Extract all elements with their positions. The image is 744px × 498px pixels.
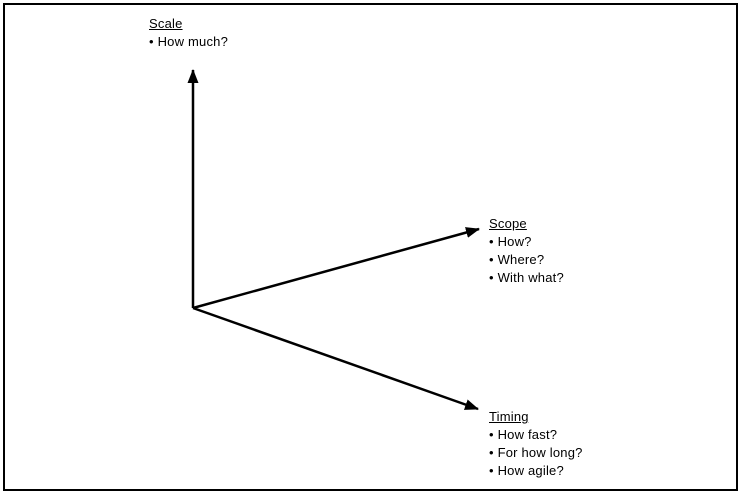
axis-bullets-scale: How much? (149, 33, 228, 51)
axis-label-scale: Scale How much? (149, 15, 228, 51)
axis-label-timing: Timing How fast? For how long? How agile… (489, 408, 583, 480)
bullet-item: How? (489, 233, 564, 251)
timing-axis-arrow (192, 306, 479, 411)
axis-bullets-scope: How? Where? With what? (489, 233, 564, 287)
bullet-item: For how long? (489, 444, 583, 462)
axis-title-timing: Timing (489, 409, 529, 424)
bullet-item: How much? (149, 33, 228, 51)
axis-title-scope: Scope (489, 216, 527, 231)
axis-bullets-timing: How fast? For how long? How agile? (489, 426, 583, 480)
bullet-item: How agile? (489, 462, 583, 480)
bullet-item: How fast? (489, 426, 583, 444)
axis-title-scale: Scale (149, 16, 183, 31)
bullet-item: With what? (489, 269, 564, 287)
bullet-item: Where? (489, 251, 564, 269)
axis-label-scope: Scope How? Where? With what? (489, 215, 564, 287)
scope-axis-arrow (192, 227, 480, 310)
